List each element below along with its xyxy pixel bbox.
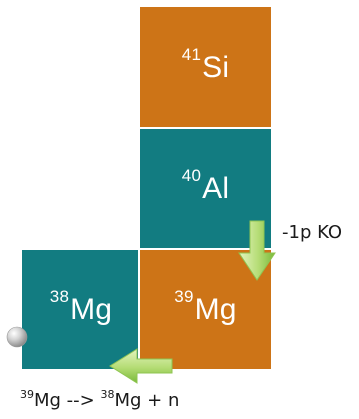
green-left-arrow-icon	[109, 348, 173, 384]
reaction-mass-2: 38	[100, 388, 115, 401]
neutron-sphere-icon	[6, 326, 28, 348]
reaction-mass-1: 39	[20, 388, 34, 401]
reaction-equation: 39Mg --> 38Mg + n	[20, 388, 180, 411]
reaction-symbol-1: Mg -->	[34, 390, 101, 411]
nuclide-mass-number: 38	[49, 286, 70, 306]
knockout-label-text: -1p KO	[282, 222, 343, 243]
nuclide-mass-number: 40	[181, 166, 202, 185]
nuclide-mass-number: 39	[174, 286, 194, 306]
nuclide-symbol: Al	[202, 172, 230, 205]
knockout-label: -1p KO	[282, 222, 342, 243]
nuclide-symbol: Si	[202, 50, 230, 84]
nuclide-symbol: Mg	[70, 292, 113, 326]
green-down-arrow-icon	[238, 220, 276, 281]
nuclide-mass-number: 41	[181, 44, 202, 64]
reaction-symbol-2: Mg + n	[114, 390, 180, 411]
nuclide-symbol: Mg	[194, 292, 237, 326]
